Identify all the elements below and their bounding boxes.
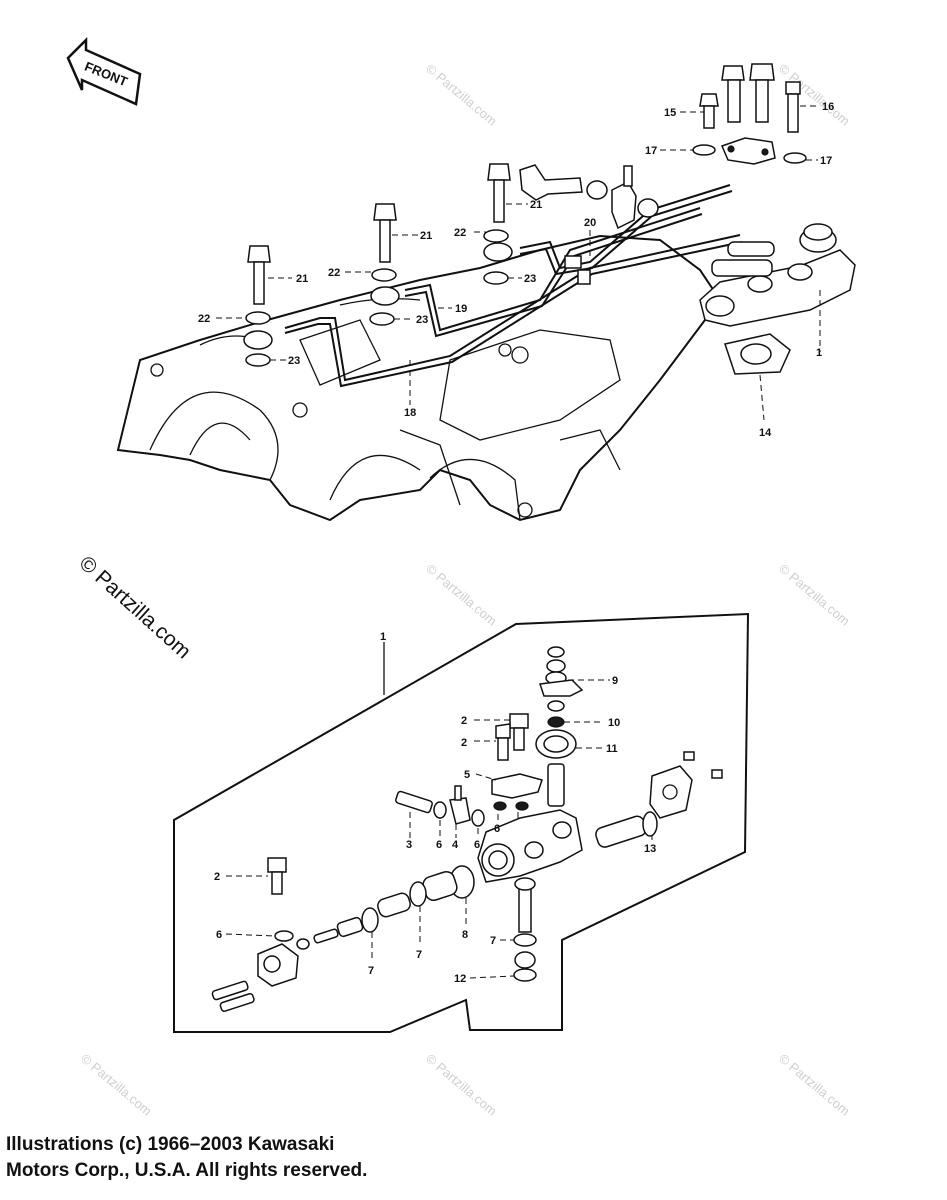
exploded-view-boundary [173,612,750,1033]
upper-leader-lines [216,105,821,421]
callout-number: 23 [416,314,428,326]
banjo-fittings-and-washers [243,229,513,367]
callout-number: 2 [461,715,467,727]
upper-callout-numbers: 1 14 15 16 17 17 18 19 20 21 21 21 22 22… [198,101,834,439]
callout-number: 10 [608,717,620,729]
callout-number: 7 [416,949,422,961]
copyright-line-1: Illustrations (c) 1966–2003 Kawasaki [6,1134,335,1155]
callout-number: 12 [454,973,466,985]
callout-number: 4 [452,839,459,851]
callout-number: 1 [816,347,822,359]
callout-number: 23 [524,273,536,285]
pump-mount-hardware [586,63,807,230]
watermark-layer: © Partzilla.com © Partzilla.com © Partzi… [75,61,853,1119]
watermark: © Partzilla.com [423,1051,500,1119]
callout-number: 9 [612,675,618,687]
watermark-large: © Partzilla.com [75,552,196,664]
callout-number: 19 [455,303,467,315]
copyright-notice: Illustrations (c) 1966–2003 Kawasaki Mot… [6,1132,367,1184]
callout-number: 22 [198,313,210,325]
callout-number: 5 [464,769,470,781]
callout-number: 3 [406,839,412,851]
callout-number: 20 [584,217,596,229]
callout-number: 17 [645,145,657,157]
callout-number: 18 [404,407,416,419]
callout-number: 2 [214,871,220,883]
lower-leader-lines [225,679,653,979]
oil-pump-exploded-parts [211,646,723,1012]
copyright-line-2: Motors Corp., U.S.A. All rights reserved… [6,1160,368,1181]
callout-number: 1 [380,631,386,643]
callout-number: 23 [288,355,300,367]
lower-callout-numbers: 1 2 2 2 3 4 5 6 6 6 6 7 7 7 8 9 10 11 12… [214,631,656,985]
callout-number: 6 [474,839,480,851]
oil-pump-assembly [699,223,856,375]
callout-number: 21 [420,230,432,242]
callout-number: 15 [664,107,676,119]
callout-number: 13 [644,843,656,855]
callout-number: 17 [820,155,832,167]
oil-pipes [284,184,743,388]
banjo-bolts [247,163,583,305]
watermark: © Partzilla.com [423,561,500,629]
callout-number: 7 [490,935,496,947]
callout-number: 11 [606,743,618,755]
callout-number: 7 [368,965,374,977]
watermark: © Partzilla.com [78,1051,155,1119]
callout-number: 16 [822,101,834,113]
callout-number: 6 [216,929,222,941]
front-direction-arrow: FRONT [66,36,142,106]
crankcase-housing [116,234,722,522]
watermark: © Partzilla.com [423,61,500,129]
callout-number: 2 [461,737,467,749]
callout-number: 21 [530,199,542,211]
callout-number: 14 [759,427,772,439]
callout-number: 6 [436,839,442,851]
callout-number: 6 [494,823,500,835]
callout-number: 21 [296,273,308,285]
callout-number: 22 [328,267,340,279]
callout-number: 22 [454,227,466,239]
watermark: © Partzilla.com [776,561,853,629]
watermark: © Partzilla.com [776,1051,853,1119]
callout-number: 8 [462,929,468,941]
